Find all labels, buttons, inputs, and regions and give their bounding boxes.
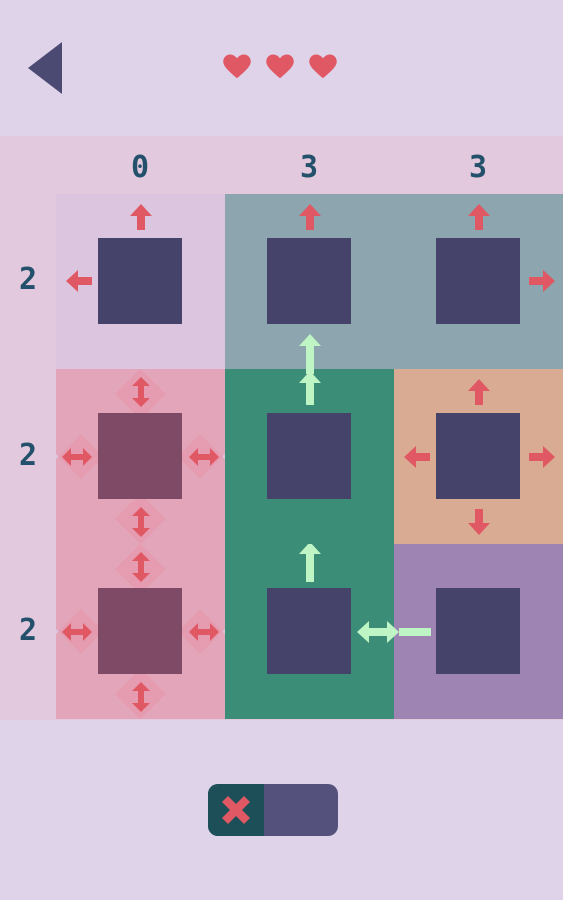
board-cell[interactable]	[225, 369, 394, 544]
heart-icon	[266, 54, 294, 79]
arrow-up-icon	[468, 379, 490, 405]
arrow-leftright-icon	[62, 448, 92, 466]
arrow-left-icon	[66, 270, 92, 292]
lives-display	[222, 52, 338, 82]
heart-icon	[223, 54, 251, 79]
tile-square	[436, 588, 520, 674]
arrow-leftright-icon	[189, 448, 219, 466]
arrow-updown-icon	[132, 682, 150, 712]
row-clue: 2	[18, 613, 38, 648]
toggle-knob	[208, 784, 264, 836]
mark-mode-toggle[interactable]	[208, 784, 338, 836]
tile-square	[98, 238, 182, 324]
board-cell[interactable]	[394, 194, 563, 369]
tile-square	[436, 238, 520, 324]
row-clue: 2	[18, 438, 38, 473]
arrow-up-icon	[130, 204, 152, 230]
arrow-left-icon	[357, 621, 431, 643]
heart-icon	[309, 54, 337, 79]
column-clue: 3	[468, 150, 488, 185]
board-cell-blocked[interactable]	[56, 369, 225, 544]
arrow-right-icon	[529, 446, 555, 468]
row-clue: 2	[18, 262, 38, 297]
board-cell[interactable]	[225, 194, 394, 369]
back-arrow-icon[interactable]	[28, 42, 62, 94]
arrow-up-icon	[299, 544, 321, 582]
tile-square	[98, 588, 182, 674]
arrow-left-icon	[404, 446, 430, 468]
board-cell-blocked[interactable]	[56, 544, 225, 719]
arrow-up-icon	[468, 204, 490, 230]
arrow-up-icon	[299, 204, 321, 230]
arrow-leftright-icon	[189, 623, 219, 641]
arrow-up-icon	[299, 371, 321, 405]
arrow-updown-icon	[132, 552, 150, 582]
arrow-down-icon	[468, 509, 490, 535]
arrow-leftright-icon	[62, 623, 92, 641]
top-bar	[0, 0, 563, 136]
tile-square	[98, 413, 182, 499]
x-mark-icon	[222, 796, 250, 824]
arrow-updown-icon	[132, 507, 150, 537]
column-clue: 0	[130, 150, 150, 185]
column-clue: 3	[299, 150, 319, 185]
tile-square	[267, 588, 351, 674]
tile-square	[436, 413, 520, 499]
board-cell[interactable]	[394, 369, 563, 544]
arrow-right-icon	[529, 270, 555, 292]
board-cell[interactable]	[56, 194, 225, 369]
arrow-up-icon	[299, 334, 321, 374]
arrow-updown-icon	[132, 377, 150, 407]
tile-square	[267, 413, 351, 499]
tile-square	[267, 238, 351, 324]
